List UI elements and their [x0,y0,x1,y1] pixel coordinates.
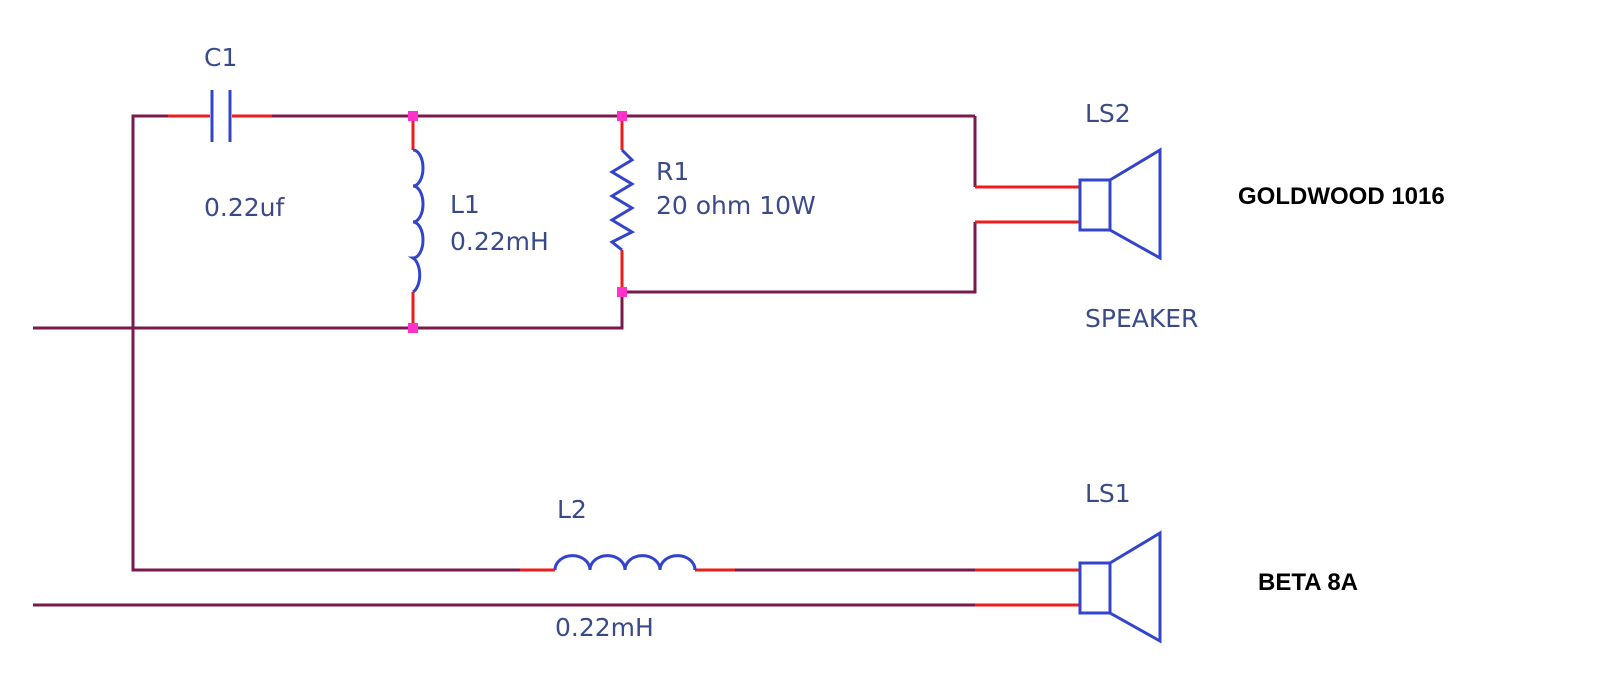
speaker-ls1-symbol [1078,530,1162,644]
ls1-ref-label: LS1 [1085,479,1131,508]
wire-mid-return [33,292,624,330]
junctions [408,111,627,333]
capacitor-c1 [210,90,232,142]
l1-ref-label: L1 [450,190,480,219]
wire-lower-right [622,222,977,294]
ls1-model-label: BETA 8A [1258,569,1358,596]
junction-dot [408,323,418,333]
wires [33,114,977,607]
l1-value-label: 0.22mH [450,227,549,256]
junction-dot [617,287,627,297]
c1-value-label: 0.22uf [204,193,286,222]
speaker-model-labels: GOLDWOOD 1016 BETA 8A [1238,183,1445,596]
ls2-ref-label: LS2 [1085,99,1131,128]
ls2-type-label: SPEAKER [1085,304,1198,333]
r1-value-label: 20 ohm 10W [656,191,816,220]
component-labels: C1 0.22uf L1 0.22mH R1 20 ohm 10W L2 0.2… [204,43,1198,642]
l2-ref-label: L2 [557,495,587,524]
wire-left-vertical [131,114,520,572]
c1-ref-label: C1 [204,43,237,72]
l2-value-label: 0.22mH [555,613,654,642]
speaker-ls2-symbol [1078,147,1162,261]
resistor-r1 [609,148,636,252]
component-leads [168,114,1080,607]
junction-dot [617,111,627,121]
ls2-model-label: GOLDWOOD 1016 [1238,183,1445,210]
inductor-l2 [553,554,697,571]
junction-dot [408,111,418,121]
r1-ref-label: R1 [656,157,689,186]
inductor-l1 [407,148,425,294]
